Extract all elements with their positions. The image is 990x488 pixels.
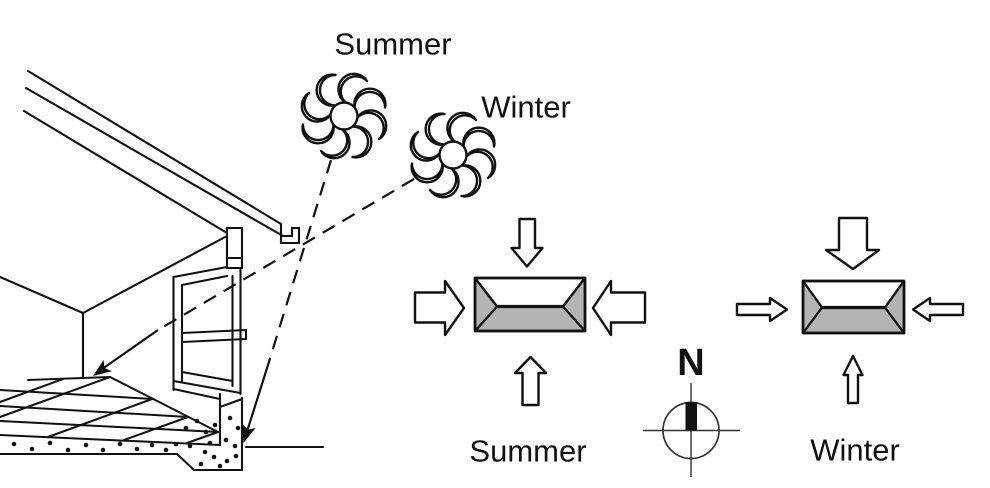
concrete-stipple: [11, 415, 241, 469]
summer-plan-label: Summer: [469, 433, 587, 469]
compass-icon: [643, 383, 740, 477]
building-roof-plan: [801, 279, 906, 335]
winter-sun-icon: [409, 111, 497, 199]
winter-sun-ray: [93, 178, 415, 376]
summer-sun-ray: [242, 159, 333, 443]
window-frame: [172, 265, 248, 401]
foundation: [0, 392, 325, 472]
gutter-icon: [279, 222, 301, 245]
heat-arrow-bottom: [842, 354, 864, 405]
heat-arrow-right: [591, 279, 647, 337]
window-transom: [180, 328, 248, 344]
heat-arrow-top: [824, 216, 881, 271]
heat-arrow-top: [510, 217, 544, 268]
summer-sun-icon: [300, 72, 388, 160]
arrowhead-icon: [93, 359, 112, 376]
summer-plan-diagram: [413, 217, 647, 407]
window-sill: [172, 370, 242, 401]
winter-sun-label: Winter: [481, 89, 571, 125]
ceiling-line: [22, 109, 229, 235]
heat-arrow-right: [911, 296, 965, 323]
heat-arrow-left: [413, 279, 466, 337]
compass-north-label: N: [677, 342, 705, 384]
building-roof-plan: [473, 276, 587, 333]
heat-arrow-left: [735, 296, 789, 323]
winter-plan-diagram: [735, 216, 965, 405]
heat-arrow-bottom: [513, 355, 548, 407]
house-section-drawing: [0, 69, 325, 472]
compass-needle: [685, 402, 697, 431]
window-head-post: [225, 226, 244, 270]
tiled-floor: [0, 376, 221, 446]
winter-plan-label: Winter: [810, 432, 900, 468]
interior-walls: [0, 234, 229, 379]
summer-sun-label: Summer: [334, 26, 452, 62]
arrowhead-icon: [242, 423, 256, 443]
roof-overhang: [22, 69, 301, 245]
